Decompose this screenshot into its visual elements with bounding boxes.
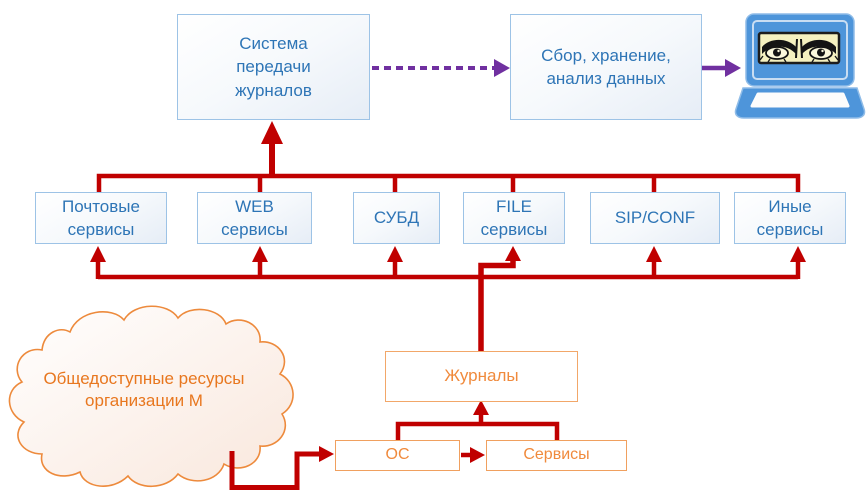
- red-logs-to-file-connector: [478, 246, 521, 351]
- node-label: SIP/CONF: [614, 208, 696, 228]
- cloud-shape: [8, 305, 294, 487]
- red-os-services-to-logs-connector: [395, 400, 560, 440]
- node-services: Сервисы: [486, 440, 627, 471]
- red-bottom-bus-connector: [90, 246, 806, 280]
- node-label: Сбор, хранение, анализ данных: [541, 45, 671, 88]
- node-label: FILE сервисы: [480, 196, 548, 239]
- red-os-to-services-arrow: [461, 447, 485, 463]
- node-label: СУБД: [373, 208, 420, 228]
- node-logs: Журналы: [385, 351, 578, 402]
- node-collect-store-analyze: Сбор, хранение, анализ данных: [510, 14, 702, 120]
- node-file-services: FILE сервисы: [463, 192, 565, 244]
- node-log-transfer-system: Система передачи журналов: [177, 14, 370, 120]
- node-label: Почтовые сервисы: [62, 196, 140, 239]
- node-os: ОС: [335, 440, 460, 471]
- laptop-eyes-icon: [734, 13, 866, 119]
- node-label: Журналы: [444, 366, 519, 386]
- node-label: Иные сервисы: [756, 196, 824, 239]
- red-top-bus-connector: [96, 173, 801, 192]
- node-web-services: WEB сервисы: [197, 192, 312, 244]
- purple-solid-arrow: [702, 59, 741, 77]
- node-label: Сервисы: [523, 446, 590, 464]
- red-cloud-to-os-connector: [229, 446, 334, 490]
- node-mail-services: Почтовые сервисы: [35, 192, 167, 244]
- node-label: Система передачи журналов: [235, 33, 312, 100]
- red-arrow-to-log-system: [261, 121, 283, 178]
- node-sip-conf: SIP/CONF: [590, 192, 720, 244]
- purple-dashed-arrow: [372, 59, 510, 77]
- node-label: ОС: [385, 446, 410, 464]
- node-other-services: Иные сервисы: [734, 192, 846, 244]
- node-dbms: СУБД: [353, 192, 440, 244]
- cloud-public-resources-label: Общедоступные ресурсы организации М: [43, 369, 245, 411]
- node-label: WEB сервисы: [221, 196, 288, 239]
